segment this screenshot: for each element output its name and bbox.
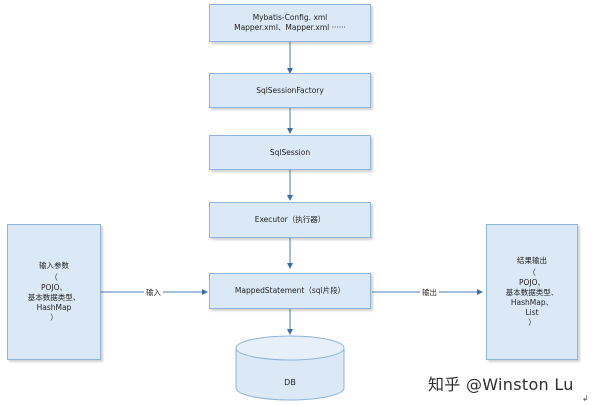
config-line-2: Mapper.xml、Mapper.xml ······ [234,23,346,32]
output-line-2: POJO、 [518,278,546,287]
config-box: Mybatis-Config. xml Mapper.xml、Mapper.xm… [209,4,371,42]
input-line-1: （ [50,273,58,282]
output-line-4: HashMap、 [510,298,554,307]
executor-box: Executor（执行器） [209,202,371,238]
output-line-1: （ [528,268,536,277]
output-line-6: ） [528,318,536,327]
sqlsessionfactory-label: SqlSessionFactory [256,85,324,95]
input-line-4: HashMap [36,303,72,312]
output-title: 结果输出 [517,256,547,265]
db-cylinder [235,335,345,401]
input-arrow-label: 输入 [144,287,163,298]
output-arrow-label: 输出 [420,287,439,298]
watermark: 知乎 @Winston Lu [428,375,574,394]
input-line-2: POJO、 [40,283,68,292]
input-params-box: 输入参数 （ POJO、 基本数据类型、 HashMap ） [7,224,101,360]
sqlsession-label: SqlSession [269,147,311,157]
db-label: DB [284,378,296,387]
sqlsession-box: SqlSession [209,135,371,170]
output-results-box: 结果输出 （ POJO、 基本数据类型、 HashMap、 List ） [486,224,578,360]
input-line-3: 基本数据类型、 [27,293,81,302]
input-line-5: ） [50,313,58,322]
output-line-5: List [525,308,539,317]
sqlsessionfactory-box: SqlSessionFactory [209,73,371,108]
config-line-1: Mybatis-Config. xml [252,13,328,22]
executor-label: Executor（执行器） [254,215,326,224]
output-line-3: 基本数据类型、 [505,288,559,297]
mappedstatement-box: MappedStatement（sql片段） [209,273,371,309]
mappedstatement-label: MappedStatement（sql片段） [234,286,346,295]
input-title: 输入参数 [39,261,69,270]
corner-return-mark: ↲ [582,394,589,403]
